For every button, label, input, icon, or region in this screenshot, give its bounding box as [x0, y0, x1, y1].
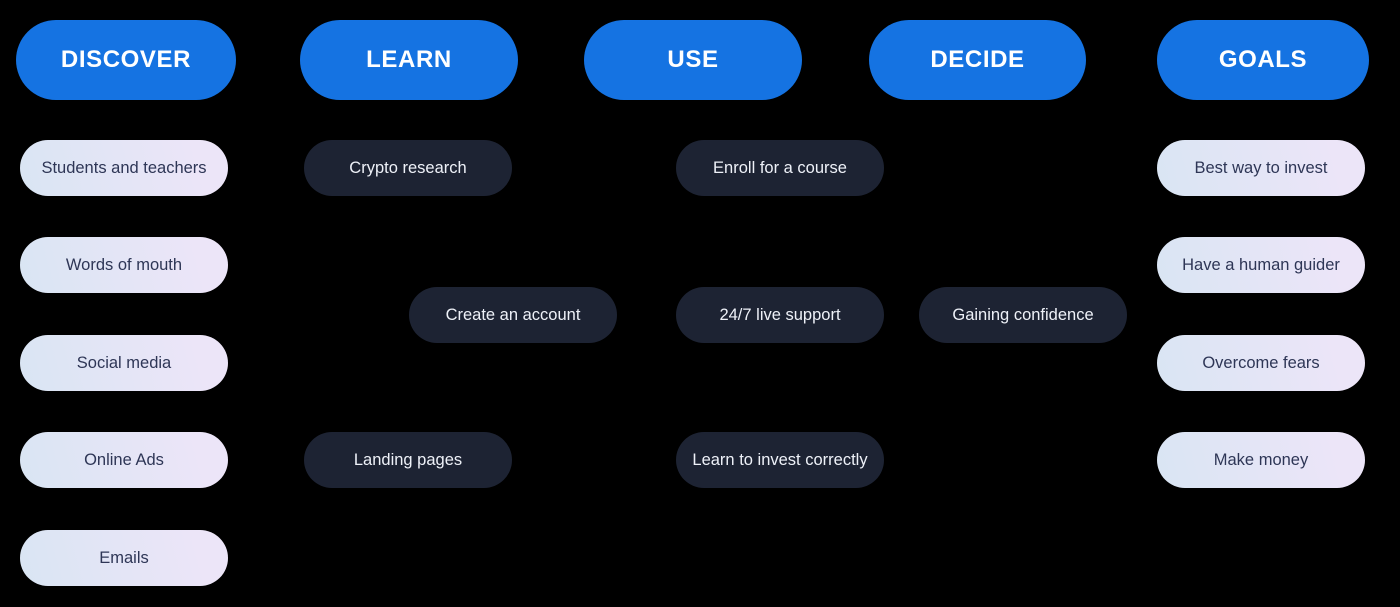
item-create-an-account: Create an account	[409, 287, 617, 343]
item-emails: Emails	[20, 530, 228, 586]
item-crypto-research: Crypto research	[304, 140, 512, 196]
item-have-a-human-guider: Have a human guider	[1157, 237, 1365, 293]
item-best-way-to-invest: Best way to invest	[1157, 140, 1365, 196]
item-words-of-mouth: Words of mouth	[20, 237, 228, 293]
item-make-money: Make money	[1157, 432, 1365, 488]
item-students-and-teachers: Students and teachers	[20, 140, 228, 196]
item-social-media: Social media	[20, 335, 228, 391]
item-gaining-confidence: Gaining confidence	[919, 287, 1127, 343]
item-overcome-fears: Overcome fears	[1157, 335, 1365, 391]
stage-header-goals: GOALS	[1157, 20, 1369, 100]
item-live-support: 24/7 live support	[676, 287, 884, 343]
item-landing-pages: Landing pages	[304, 432, 512, 488]
item-enroll-for-a-course: Enroll for a course	[676, 140, 884, 196]
stage-header-decide: DECIDE	[869, 20, 1086, 100]
item-learn-to-invest-correctly: Learn to invest correctly	[676, 432, 884, 488]
item-online-ads: Online Ads	[20, 432, 228, 488]
stage-header-learn: LEARN	[300, 20, 518, 100]
stage-header-discover: DISCOVER	[16, 20, 236, 100]
stage-header-use: USE	[584, 20, 802, 100]
